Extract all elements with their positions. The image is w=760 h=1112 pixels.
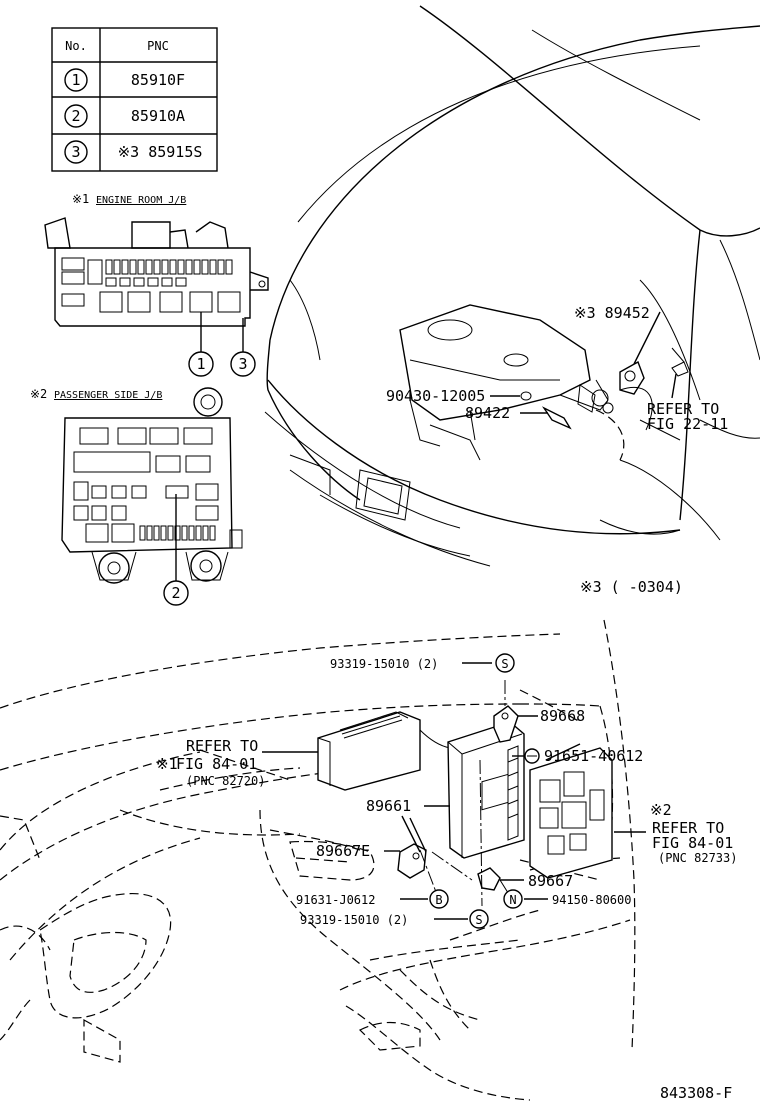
date-note: ※3 ( -0304) xyxy=(580,578,683,596)
refer-82720-line3: (PNC 82720) xyxy=(186,774,265,788)
interior-ecu-view: ※3 ( -0304) xyxy=(0,578,737,1101)
inset2-mark: ※2 xyxy=(30,387,47,401)
svg-text:2: 2 xyxy=(171,584,180,602)
inset1-title: ENGINE ROOM J/B xyxy=(96,195,186,206)
table-row-3-pnc: ※3 85915S xyxy=(118,143,203,161)
engine-room-jb-inset: ※1 ENGINE ROOM J/B 1 xyxy=(44,192,269,377)
refer-82733-line1: REFER TO xyxy=(652,819,724,837)
inset1-callout-1 xyxy=(188,351,214,377)
label-91631-J0612: 91631-J0612 xyxy=(296,893,375,907)
refer-82720-line1: REFER TO xyxy=(186,737,258,755)
label-91651-40612: 91651-40612 xyxy=(544,747,643,765)
refer-82733-mark: ※2 xyxy=(650,801,672,819)
table-row-1-callout xyxy=(64,68,88,92)
svg-text:S: S xyxy=(475,913,482,927)
part-90430-gasket xyxy=(520,391,532,401)
table-row-1-pnc: 85910F xyxy=(131,71,185,89)
engine-bay-view: ※3 89452 90430-12005 89422 REFER TO FIG … xyxy=(264,5,760,567)
part-89422-sensor xyxy=(541,406,572,430)
part-89667E-bracket xyxy=(397,843,427,879)
part-89452-sensor xyxy=(619,360,645,395)
svg-text:N: N xyxy=(509,893,516,907)
table-border xyxy=(51,27,218,172)
table-row-3-num: 3 xyxy=(71,143,80,161)
label-94150-80600: 94150-80600 xyxy=(552,893,631,907)
marker-s-bottom xyxy=(469,909,489,929)
part-89661-ecu xyxy=(447,721,525,859)
svg-text:3: 3 xyxy=(238,355,247,373)
refer-82720-mark: ※1 xyxy=(156,755,178,773)
table-header-pnc: PNC xyxy=(147,39,169,53)
label-89667: 89667 xyxy=(528,872,573,890)
label-89452: ※3 89452 xyxy=(574,304,650,322)
marker-s-top xyxy=(495,653,515,673)
svg-text:S: S xyxy=(501,657,508,671)
label-93319-15010-top: 93319-15010 (2) xyxy=(330,657,438,671)
inset1-callout-3 xyxy=(230,351,256,377)
svg-text:1: 1 xyxy=(196,355,205,373)
figure-id: 843308-F xyxy=(660,1084,732,1102)
label-89661: 89661 xyxy=(366,797,411,815)
table-row-2-pnc: 85910A xyxy=(131,107,185,125)
pnc-table: No. PNC 1 85910F 2 85910A 3 ※3 85915S xyxy=(51,27,218,172)
table-row-2-callout xyxy=(64,104,88,128)
label-93319-15010-bottom: 93319-15010 (2) xyxy=(300,913,408,927)
table-header-no: No. xyxy=(65,39,87,53)
svg-text:B: B xyxy=(435,893,442,907)
label-89422: 89422 xyxy=(465,404,510,422)
marker-n xyxy=(503,889,523,909)
table-row-2-num: 2 xyxy=(71,107,80,125)
engine-room-jb-body xyxy=(54,247,251,327)
marker-b xyxy=(429,889,449,909)
refer-82733-line2: FIG 84-01 xyxy=(652,834,733,852)
refer-fig-22-11-line1: REFER TO xyxy=(647,400,719,418)
junction-block-82733 xyxy=(529,747,613,879)
label-89667E: 89667E xyxy=(316,842,370,860)
inset2-title: PASSENGER SIDE J/B xyxy=(54,390,162,401)
label-90430-12005: 90430-12005 xyxy=(386,387,485,405)
air-duct-82720 xyxy=(317,711,421,791)
refer-fig-22-11-line2: FIG 22-11 xyxy=(647,415,728,433)
label-89668: 89668 xyxy=(540,707,585,725)
inset1-mark: ※1 xyxy=(72,192,89,206)
table-row-3-callout xyxy=(64,140,88,164)
part-89668-bracket xyxy=(493,705,519,743)
refer-82733-line3: (PNC 82733) xyxy=(658,851,737,865)
table-row-1-num: 1 xyxy=(71,71,80,89)
inset2-callout-2 xyxy=(163,580,189,606)
passenger-side-jb-inset: ※2 PASSENGER SIDE J/B xyxy=(30,387,243,606)
refer-82720-line2: FIG 84-01 xyxy=(176,755,257,773)
